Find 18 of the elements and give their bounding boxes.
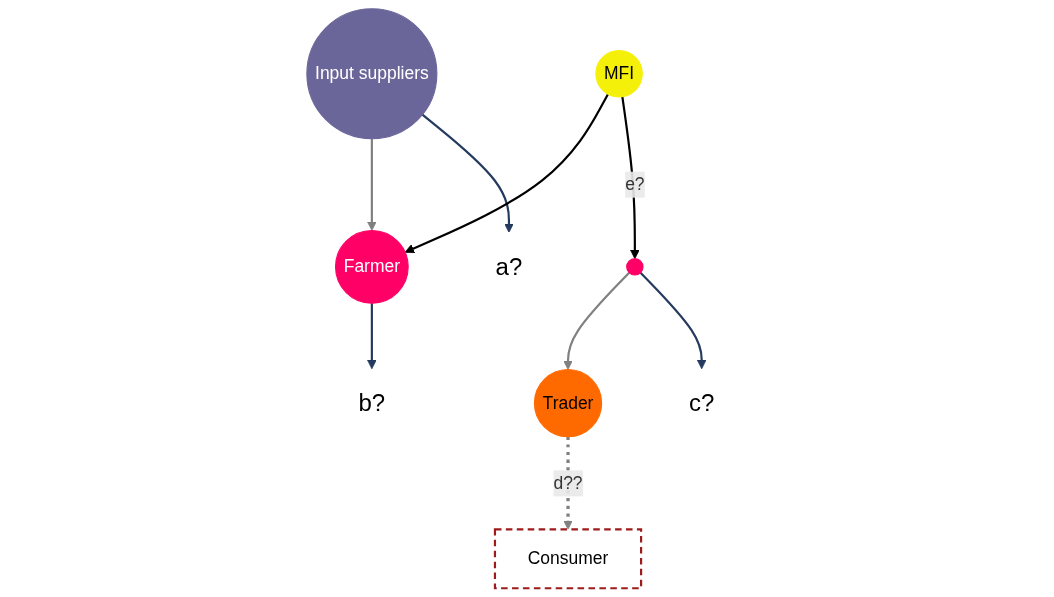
node-circle: MFI <box>595 49 643 98</box>
node-box: Consumer <box>493 528 643 590</box>
edge-label: d?? <box>553 473 583 493</box>
node-text: a? <box>495 253 523 281</box>
arrow <box>404 93 609 254</box>
node-circle: Input suppliers <box>306 8 438 140</box>
arrow <box>421 113 514 233</box>
node-circle: Farmer <box>334 229 409 304</box>
node-text: b? <box>358 389 386 417</box>
node-circle: Trader <box>533 369 603 438</box>
arrow <box>367 138 377 231</box>
node-circle <box>626 258 644 276</box>
node-text: c? <box>688 389 715 417</box>
arrow <box>639 272 707 370</box>
arrow <box>367 303 377 370</box>
arrow <box>563 436 573 530</box>
edge-label: e? <box>625 174 645 194</box>
arrow <box>563 272 630 370</box>
